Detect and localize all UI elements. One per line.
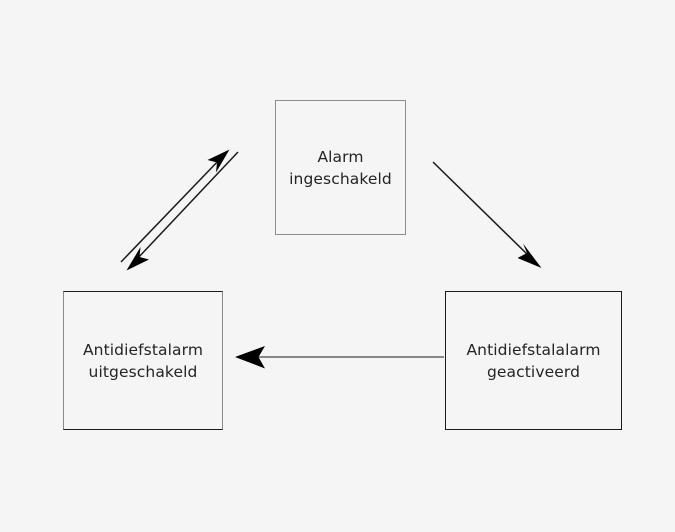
edge-geactiveerd-to-uitgeschakeld: [235, 346, 444, 369]
arrowhead-down-left-icon: [126, 247, 149, 271]
edge-ingeschakeld-to-uitgeschakeld: [126, 151, 239, 271]
state-node-antidiefstalalarm-geactiveerd[interactable]: Antidiefstalalarm geactiveerd: [445, 291, 622, 430]
edge-ingeschakeld-to-geactiveerd: [432, 161, 542, 268]
state-node-antidiefstalarm-uitgeschakeld[interactable]: Antidiefstalarm uitgeschakeld: [63, 291, 223, 430]
arrowhead-up-right-icon: [207, 149, 230, 173]
arrowhead-left-icon: [235, 346, 265, 369]
state-node-label: Alarm ingeschakeld: [289, 147, 392, 188]
state-node-label: Antidiefstalalarm geactiveerd: [466, 340, 601, 381]
edge-line: [136, 151, 239, 260]
state-node-alarm-ingeschakeld[interactable]: Alarm ingeschakeld: [275, 100, 406, 235]
edge-line: [432, 161, 530, 257]
edge-uitgeschakeld-to-ingeschakeld: [120, 149, 230, 263]
state-node-label: Antidiefstalarm uitgeschakeld: [82, 340, 204, 381]
edge-line: [120, 157, 222, 263]
arrowhead-down-right-icon: [517, 243, 542, 268]
